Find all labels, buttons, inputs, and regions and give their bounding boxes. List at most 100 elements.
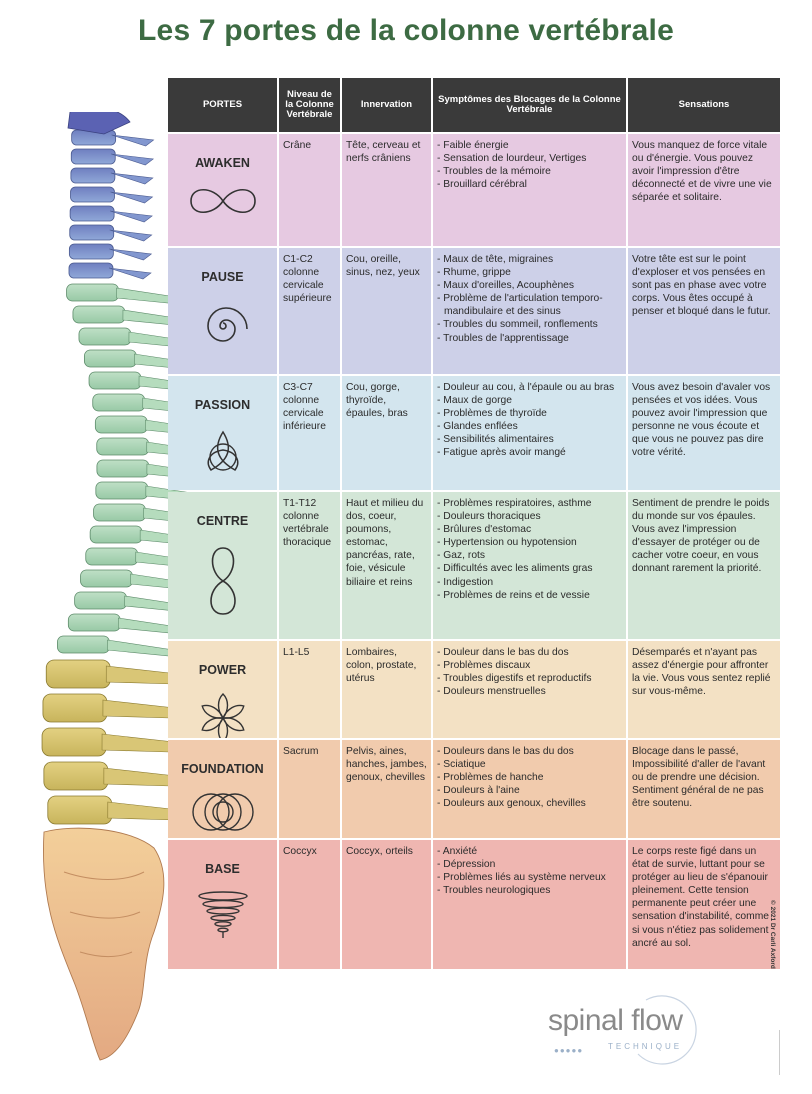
thoracic-vertebra (95, 481, 149, 500)
divider-line (779, 1030, 780, 1075)
symptom-item: Troubles neurologiques (437, 884, 622, 897)
symptoms-list: Douleur au cou, à l'épaule ou au brasMau… (437, 381, 622, 460)
symptom-item: Douleurs thoraciques (437, 510, 622, 523)
gate-name: PASSION (194, 398, 251, 412)
symptom-item: Faible énergie (437, 139, 622, 152)
sensations-cell: Vous manquez de force vitale ou d'énergi… (626, 134, 780, 246)
sensations-cell: Blocage dans le passé, Impossibilité d'a… (626, 740, 780, 838)
gate-cell: PASSION (168, 376, 277, 490)
gate-cell: CENTRE (168, 492, 277, 639)
symptoms-cell: Problèmes respiratoires, asthmeDouleurs … (431, 492, 626, 639)
symptom-item: Maux d'oreilles, Acouphènes (437, 279, 622, 292)
symptoms-list: Douleur dans le bas du dosProblèmes disc… (437, 646, 622, 698)
sensations-cell: Votre tête est sur le point d'exploser e… (626, 248, 780, 374)
triquetra-icon (195, 426, 251, 486)
thoracic-vertebra (92, 393, 146, 412)
level-cell: C1-C2 colonne cervicale supérieure (277, 248, 340, 374)
cervical-vertebra (68, 243, 114, 260)
atlas-vertebra (67, 112, 131, 135)
cervical-vertebra (68, 262, 114, 279)
thoracic-vertebra (94, 415, 148, 434)
cervical-process (111, 134, 155, 147)
cervical-process (109, 248, 153, 261)
symptom-item: Brûlures d'estomac (437, 523, 622, 536)
lumbar-vertebra (41, 727, 107, 757)
thoracic-vertebra (72, 305, 126, 324)
symptom-item: Douleurs aux genoux, chevilles (437, 797, 622, 810)
gate-cell: BASE (168, 840, 277, 969)
thoracic-vertebra (93, 503, 146, 522)
flower-icon (196, 691, 250, 738)
symptom-item: Problèmes liés au système nerveux (437, 871, 622, 884)
cervical-vertebra (70, 186, 115, 203)
logo-main-text: spinal flow (548, 1004, 683, 1037)
thoracic-vertebra (74, 591, 128, 610)
symptom-item: Fatigue après avoir mangé (437, 446, 622, 459)
innervation-cell: Lombaires, colon, prostate, utérus (340, 641, 431, 738)
symptoms-list: AnxiétéDépressionProblèmes liés au systè… (437, 845, 622, 897)
symptom-item: Troubles de la mémoire (437, 165, 622, 178)
symptoms-cell: AnxiétéDépressionProblèmes liés au systè… (431, 840, 626, 969)
cervical-process (110, 191, 154, 204)
lumbar-vertebra (47, 795, 113, 825)
innervation-cell: Coccyx, orteils (340, 840, 431, 969)
symptom-item: Problèmes de thyroïde (437, 407, 622, 420)
symptom-item: Troubles du sommeil, ronflements (437, 318, 622, 331)
spine-illustration (41, 112, 212, 1061)
thoracic-vertebra (96, 437, 150, 456)
symptom-item: Maux de gorge (437, 394, 622, 407)
lumbar-vertebra (42, 693, 108, 723)
cervical-process (111, 153, 155, 166)
infinity-icon (185, 184, 261, 222)
cervical-process (110, 210, 153, 223)
gate-cell: PAUSE (168, 248, 277, 374)
spiral-icon (195, 298, 251, 358)
thoracic-vertebra (88, 371, 142, 390)
header-niveau: Niveau de la Colonne Vertébrale (279, 78, 340, 132)
thoracic-vertebra (57, 635, 110, 654)
innervation-cell: Cou, oreille, sinus, nez, yeux (340, 248, 431, 374)
level-cell: T1-T12 colonne vertébrale thoracique (277, 492, 340, 639)
thoracic-vertebra (80, 569, 133, 588)
symptom-item: Douleur dans le bas du dos (437, 646, 622, 659)
symptom-item: Sensibilités alimentaires (437, 433, 622, 446)
logo-arc-icon (637, 995, 697, 1065)
symptom-item: Problèmes de hanche (437, 771, 622, 784)
thoracic-vertebra (96, 459, 150, 478)
symptom-item: Glandes enflées (437, 420, 622, 433)
cervical-vertebra (70, 167, 116, 184)
lumbar-process (101, 733, 175, 753)
thoracic-vertebra (67, 613, 121, 632)
symptom-item: Problèmes respiratoires, asthme (437, 497, 622, 510)
thoracic-process (107, 639, 174, 657)
cervical-vertebra (69, 224, 115, 241)
level-cell: L1-L5 (277, 641, 340, 738)
symptoms-list: Maux de tête, migrainesRhume, grippeMaux… (437, 253, 622, 345)
vortex-icon (195, 890, 251, 944)
figure-eight-icon (203, 542, 243, 624)
symptoms-cell: Douleur au cou, à l'épaule ou au brasMau… (431, 376, 626, 490)
symptom-item: Hypertension ou hypotension (437, 536, 622, 549)
symptoms-cell: Douleur dans le bas du dosProblèmes disc… (431, 641, 626, 738)
gate-cell: FOUNDATION (168, 740, 277, 838)
gate-name: POWER (198, 663, 247, 677)
gate-name: AWAKEN (195, 156, 250, 170)
logo-sub-text: TECHNIQUE (608, 1042, 683, 1051)
sacrum-bone (43, 827, 165, 1061)
sacrum-ridges (63, 871, 145, 957)
symptom-item: Problème de l'articulation temporo-mandi… (437, 292, 622, 318)
symptom-item: Douleur au cou, à l'épaule ou au bras (437, 381, 622, 394)
symptoms-cell: Faible énergieSensation de lourdeur, Ver… (431, 134, 626, 246)
cervical-process (108, 267, 152, 280)
lumbar-vertebra (43, 761, 109, 791)
symptom-item: Dépression (437, 858, 622, 871)
lumbar-vertebra (45, 659, 111, 689)
symptom-item: Sciatique (437, 758, 622, 771)
symptom-item: Maux de tête, migraines (437, 253, 622, 266)
gate-name: PAUSE (201, 270, 244, 284)
